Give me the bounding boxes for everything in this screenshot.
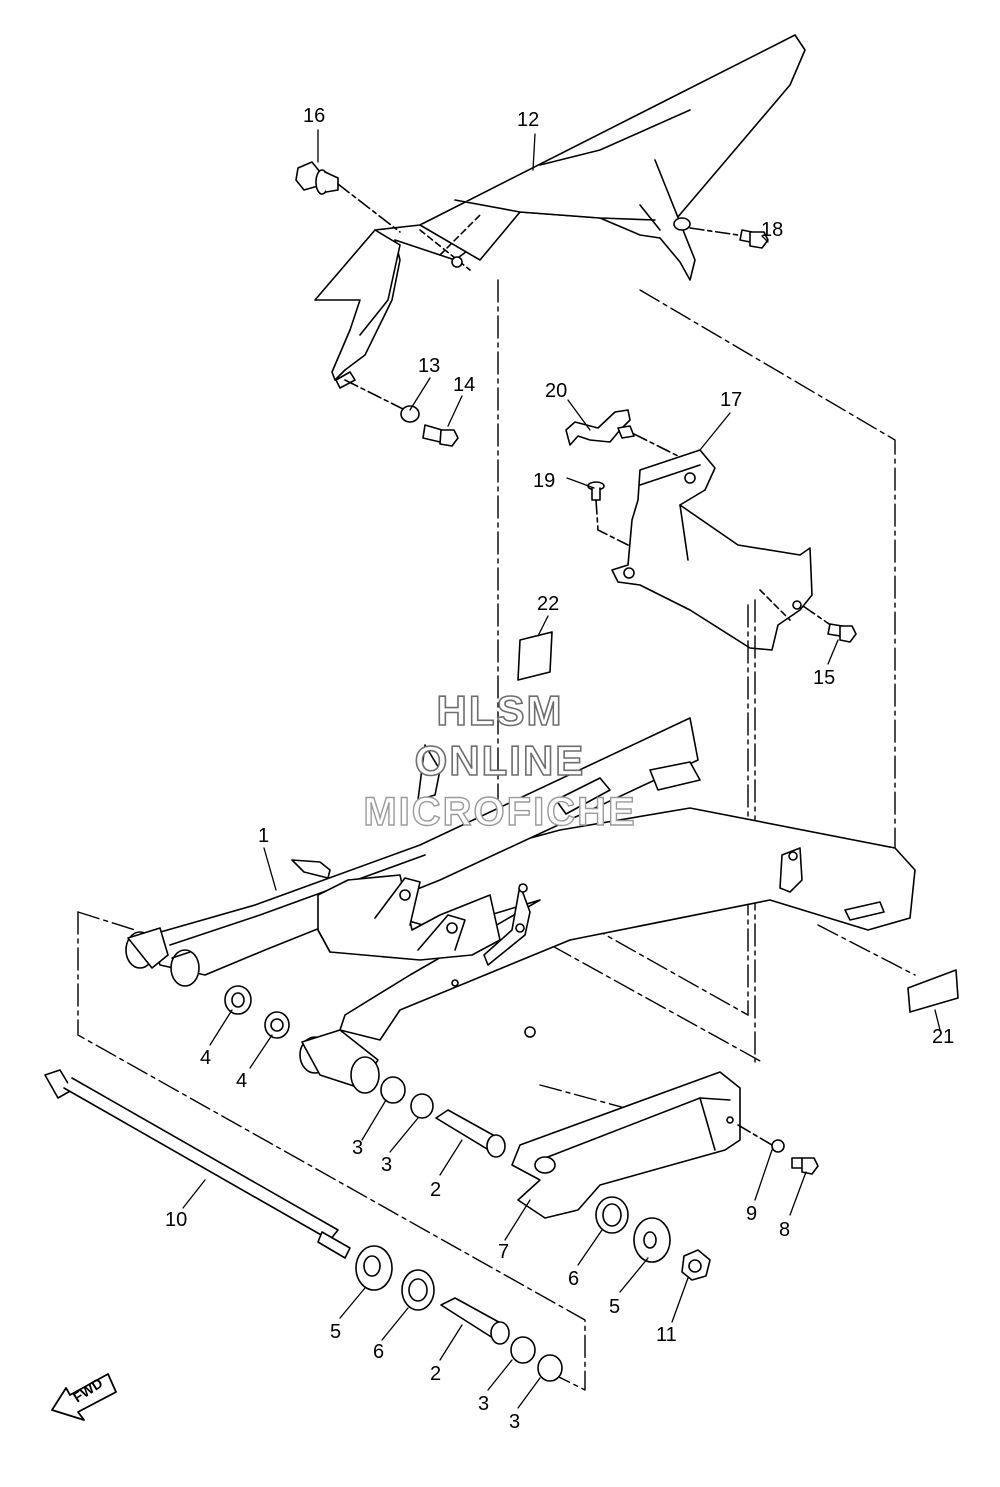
callout-22: 22	[537, 593, 560, 615]
callout-7: 7	[498, 1241, 510, 1263]
chain-support-part-7	[511, 1071, 773, 1219]
pivot-shaft-part-10	[44, 1069, 351, 1259]
bolt-washer-parts-8-9	[771, 1139, 819, 1175]
callout-8: 8	[779, 1219, 791, 1241]
callout-12: 12	[517, 109, 540, 131]
callout-21: 21	[932, 1026, 955, 1048]
swingarm-part-1	[125, 717, 916, 1094]
callout-2: 2	[430, 1179, 442, 1201]
callout-20: 20	[545, 380, 568, 402]
callout-2: 2	[430, 1363, 442, 1385]
callout-6: 6	[568, 1268, 580, 1290]
bracket-part-17	[611, 449, 833, 651]
callout-3: 3	[478, 1393, 490, 1415]
bolt-part-18	[673, 217, 769, 249]
label-part-21	[907, 969, 959, 1013]
callout-4: 4	[200, 1047, 212, 1069]
leader-lines	[182, 129, 941, 1409]
callout-6: 6	[373, 1341, 385, 1363]
callout-1: 1	[258, 825, 270, 847]
callout-5: 5	[609, 1296, 621, 1318]
label-part-22	[517, 631, 553, 681]
callout-14: 14	[453, 374, 476, 396]
bearings-part-4	[224, 985, 290, 1039]
rivet-part-19	[587, 481, 629, 546]
bolt-part-15	[827, 623, 857, 643]
callout-11: 11	[656, 1324, 677, 1346]
watermark-line-3: MICROFICHE	[363, 790, 637, 834]
callout-3: 3	[381, 1154, 393, 1176]
callout-18: 18	[761, 219, 784, 241]
callout-16: 16	[303, 105, 326, 127]
bushings-part-3	[380, 1076, 563, 1382]
callout-19: 19	[533, 470, 556, 492]
clamp-part-20	[565, 409, 691, 463]
washer-bolt-parts-13-14	[344, 379, 459, 447]
watermark-line-2: ONLINE	[414, 737, 586, 784]
callout-13: 13	[418, 355, 441, 377]
collars-part-2	[435, 1109, 510, 1345]
callout-3: 3	[352, 1137, 364, 1159]
callout-9: 9	[746, 1203, 758, 1225]
callout-3: 3	[509, 1411, 521, 1433]
callout-10: 10	[165, 1209, 188, 1231]
washers-seals-parts-5-6-11	[355, 1196, 711, 1311]
watermark-line-1: HLSM	[436, 687, 564, 734]
forward-direction-arrow	[51, 1373, 117, 1421]
callout-15: 15	[813, 667, 836, 689]
callout-17: 17	[720, 389, 743, 411]
chain-guard-part-12	[314, 34, 806, 389]
bolt-part-16	[295, 161, 401, 233]
callout-5: 5	[330, 1321, 342, 1343]
callout-4: 4	[236, 1070, 248, 1092]
